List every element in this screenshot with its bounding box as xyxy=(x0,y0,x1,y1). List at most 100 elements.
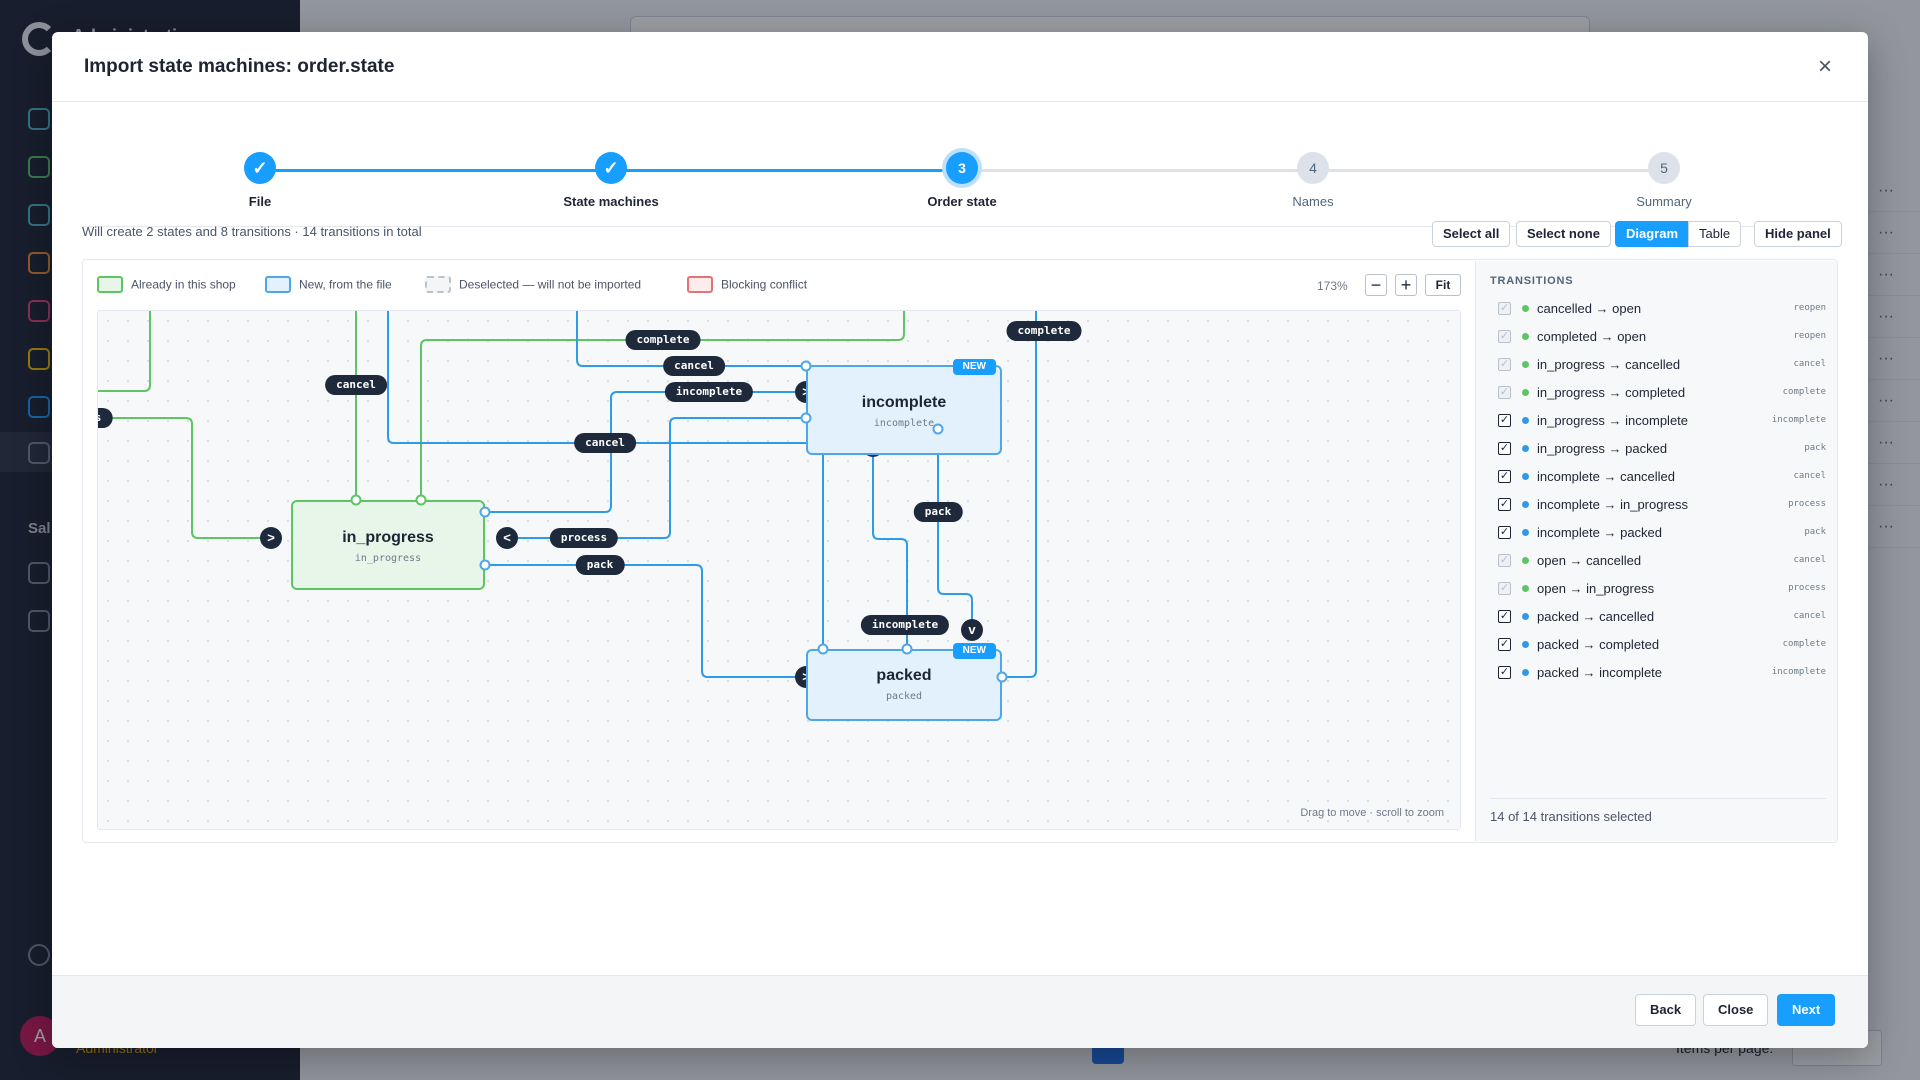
settings-icon[interactable] xyxy=(28,442,50,464)
edge-label-complete[interactable]: complete xyxy=(1006,321,1082,341)
edge-label-incomplete[interactable]: incomplete xyxy=(860,615,950,635)
storefront-icon[interactable] xyxy=(28,562,50,584)
close-button[interactable]: Close xyxy=(1703,994,1769,1026)
extensions-icon[interactable] xyxy=(28,396,50,418)
state-node-in-progress[interactable]: in_progress in_progress xyxy=(291,500,485,590)
edge-label-incomplete[interactable]: incomplete xyxy=(664,382,754,402)
edge-label-clipped[interactable]: s xyxy=(98,408,113,428)
step-order-state[interactable]: 3 Order state xyxy=(862,152,1062,209)
catalogue-icon[interactable] xyxy=(28,156,50,178)
connection-port[interactable] xyxy=(901,643,913,655)
select-all-button[interactable]: Select all xyxy=(1432,221,1511,247)
collapse-sidebar-icon[interactable] xyxy=(28,944,50,966)
transition-name: in_progress → completed xyxy=(1537,385,1686,400)
row-menu-icon[interactable]: ··· xyxy=(1860,212,1920,254)
legend-swatch xyxy=(97,276,123,293)
transition-action: pack xyxy=(1804,443,1826,453)
status-dot xyxy=(1522,417,1529,424)
row-menu-icon[interactable]: ··· xyxy=(1860,296,1920,338)
edge-label-process[interactable]: process xyxy=(549,528,619,548)
transition-checkbox[interactable]: ✓ xyxy=(1498,470,1511,483)
transition-checkbox[interactable]: ✓ xyxy=(1498,526,1511,539)
state-node-packed[interactable]: NEW packed packed xyxy=(806,643,1002,721)
row-menu-icon[interactable]: ··· xyxy=(1860,170,1920,212)
legend-label: Deselected — will not be imported xyxy=(459,277,642,292)
connection-port[interactable] xyxy=(479,559,491,571)
zoom-in-button[interactable]: + xyxy=(1395,274,1417,296)
orders-icon[interactable] xyxy=(28,204,50,226)
zoom-out-button[interactable]: − xyxy=(1365,274,1387,296)
edge-label-cancel[interactable]: cancel xyxy=(574,433,636,453)
panel-title: TRANSITIONS xyxy=(1490,275,1574,287)
row-menu-icon[interactable]: ··· xyxy=(1860,506,1920,548)
step-state-machines[interactable]: ✓ State machines xyxy=(511,152,711,209)
transition-checkbox[interactable]: ✓ xyxy=(1498,442,1511,455)
connection-port[interactable] xyxy=(932,423,944,435)
edge-label-cancel[interactable]: cancel xyxy=(325,375,387,395)
state-technical-name: incomplete xyxy=(873,418,935,429)
transition-checkbox[interactable]: ✓ xyxy=(1498,610,1511,623)
legend-conflict: Blocking conflict xyxy=(687,276,807,293)
row-menu-icon[interactable]: ··· xyxy=(1860,254,1920,296)
row-menu-icon[interactable]: ··· xyxy=(1860,464,1920,506)
table-view-button[interactable]: Table xyxy=(1688,221,1742,247)
transition-checkbox[interactable]: ✓ xyxy=(1498,638,1511,651)
fit-button[interactable]: Fit xyxy=(1425,274,1461,296)
transition-action: incomplete xyxy=(1771,667,1826,677)
status-dot xyxy=(1522,473,1529,480)
hide-panel-button[interactable]: Hide panel xyxy=(1754,221,1842,247)
connection-port[interactable] xyxy=(800,360,812,372)
next-button[interactable]: Next xyxy=(1777,994,1836,1026)
diagram-canvas[interactable]: s cancel complete cancel incomplete canc… xyxy=(97,310,1461,830)
row-menu-icon[interactable]: ··· xyxy=(1860,338,1920,380)
step-file[interactable]: ✓ File xyxy=(160,152,360,209)
state-technical-name: in_progress xyxy=(354,553,422,564)
close-icon[interactable]: × xyxy=(1817,53,1832,80)
marketing-icon[interactable] xyxy=(28,348,50,370)
select-none-button[interactable]: Select none xyxy=(1516,221,1611,247)
state-node-incomplete[interactable]: NEW incomplete incomplete xyxy=(806,359,1002,455)
status-dot xyxy=(1522,557,1529,564)
new-badge: NEW xyxy=(952,643,996,659)
transition-checkbox[interactable]: ✓ xyxy=(1498,498,1511,511)
row-menu-icon[interactable]: ··· xyxy=(1860,422,1920,464)
back-button[interactable]: Back xyxy=(1635,994,1697,1026)
connection-port[interactable] xyxy=(996,671,1008,683)
edge-label-complete[interactable]: complete xyxy=(625,330,701,350)
content-icon[interactable] xyxy=(28,300,50,322)
connection-port[interactable] xyxy=(479,506,491,518)
headless-icon[interactable] xyxy=(28,610,50,632)
row-menu-icon[interactable]: ··· xyxy=(1860,380,1920,422)
dashboard-icon[interactable] xyxy=(28,108,50,130)
connection-port[interactable] xyxy=(817,643,829,655)
edge-label-pack[interactable]: pack xyxy=(575,555,625,575)
transition-action: cancel xyxy=(1793,471,1826,481)
customers-icon[interactable] xyxy=(28,252,50,274)
legend-existing: Already in this shop xyxy=(97,276,236,293)
transition-checkbox[interactable]: ✓ xyxy=(1498,666,1511,679)
connection-port[interactable] xyxy=(800,412,812,424)
status-dot xyxy=(1522,305,1529,312)
edge-label-cancel[interactable]: cancel xyxy=(663,356,725,376)
diagram-view-button[interactable]: Diagram xyxy=(1615,221,1690,247)
edge-label-pack[interactable]: pack xyxy=(913,502,963,522)
transition-name: in_progress → incomplete xyxy=(1537,413,1689,428)
connection-port[interactable] xyxy=(415,494,427,506)
transition-checkbox[interactable]: ✓ xyxy=(1498,414,1511,427)
connection-port[interactable] xyxy=(350,494,362,506)
transition-checkbox: ✓ xyxy=(1498,582,1511,595)
